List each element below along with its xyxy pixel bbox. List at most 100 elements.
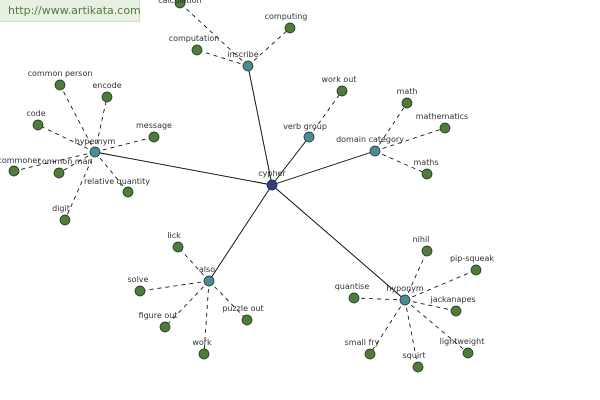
node-figure-out[interactable] <box>159 321 171 333</box>
label-domain-category[interactable]: domain category <box>336 135 404 144</box>
node-common-person[interactable] <box>54 79 66 91</box>
label-work-out[interactable]: work out <box>321 75 356 84</box>
edge-center-also <box>208 184 273 282</box>
node-domain-category[interactable] <box>369 145 381 157</box>
node-digit[interactable] <box>59 214 71 226</box>
label-maths[interactable]: maths <box>413 158 438 167</box>
edge-hyponym-jackanapes <box>404 299 457 312</box>
node-hypernym[interactable] <box>89 146 101 158</box>
edge-hyponym-squirt <box>404 299 419 368</box>
site-url-text[interactable]: http://www.artikata.com <box>8 4 141 17</box>
label-also[interactable]: also <box>199 265 215 274</box>
node-common-man[interactable] <box>53 167 65 179</box>
node-commoner[interactable] <box>8 165 20 177</box>
edge-hyponym-pip-squeak <box>404 269 477 301</box>
node-lightweight[interactable] <box>462 347 474 359</box>
edge-layer <box>13 2 477 368</box>
edge-center-hypernym <box>94 151 273 186</box>
label-inscribe[interactable]: inscribe <box>227 50 258 59</box>
label-hyponym[interactable]: hyponym <box>386 284 424 293</box>
node-mathematics[interactable] <box>439 122 451 134</box>
node-work-out[interactable] <box>336 85 348 97</box>
edge-hypernym-code <box>37 124 96 153</box>
label-work[interactable]: work <box>192 338 212 347</box>
edge-center-hyponym <box>271 184 406 301</box>
edge-center-inscribe <box>247 65 273 186</box>
label-computation[interactable]: computation <box>169 34 220 43</box>
label-nihil[interactable]: nihil <box>413 235 430 244</box>
node-work[interactable] <box>198 348 210 360</box>
node-quantise[interactable] <box>348 292 360 304</box>
label-solve[interactable]: solve <box>128 275 149 284</box>
edge-hypernym-message <box>94 136 155 153</box>
edge-hyponym-quantise <box>353 297 406 301</box>
edge-domain-category-maths <box>374 150 428 175</box>
node-computing[interactable] <box>284 22 296 34</box>
edge-also-solve <box>139 280 210 292</box>
label-squirt[interactable]: squirt <box>403 351 426 360</box>
edge-inscribe-computation <box>196 49 249 67</box>
edge-hypernym-commoner <box>13 151 96 172</box>
edge-hypernym-encode <box>94 96 108 153</box>
node-math[interactable] <box>401 97 413 109</box>
edge-also-lick <box>177 246 210 282</box>
node-maths[interactable] <box>421 168 433 180</box>
edge-hyponym-lightweight <box>404 299 469 354</box>
node-encode[interactable] <box>101 91 113 103</box>
label-digit[interactable]: digit <box>52 204 70 213</box>
edge-center-verb-group <box>271 136 310 186</box>
node-relative-quantity[interactable] <box>122 186 134 198</box>
label-jackanapes[interactable]: jackanapes <box>429 295 475 304</box>
label-computing[interactable]: computing <box>265 12 308 21</box>
node-puzzle-out[interactable] <box>241 314 253 326</box>
node-solve[interactable] <box>134 285 146 297</box>
label-puzzle-out[interactable]: puzzle out <box>222 304 263 313</box>
label-pip-squeak[interactable]: pip-squeak <box>450 254 494 263</box>
label-hypernym[interactable]: hypernym <box>75 137 116 146</box>
node-also[interactable] <box>203 275 215 287</box>
label-commoner[interactable]: commoner <box>0 156 41 165</box>
label-verb-group[interactable]: verb group <box>283 122 327 131</box>
label-layer: inscribe calculation computing computation h… <box>0 0 494 360</box>
node-nihil[interactable] <box>421 245 433 257</box>
label-small-fry[interactable]: small fry <box>345 338 380 347</box>
label-calculation[interactable]: calculation <box>158 0 201 5</box>
label-relative-quantity[interactable]: relative quantity <box>84 177 150 186</box>
node-inscribe[interactable] <box>242 60 254 72</box>
node-code[interactable] <box>32 119 44 131</box>
node-verb-group[interactable] <box>303 131 315 143</box>
edge-verb-group-work-out <box>308 90 343 138</box>
label-lightweight[interactable]: lightweight <box>440 337 485 346</box>
edge-hypernym-common-man <box>58 151 96 174</box>
edge-also-figure-out <box>164 280 210 328</box>
label-mathematics[interactable]: mathematics <box>416 112 468 121</box>
label-cypher[interactable]: cypher <box>258 169 286 178</box>
edge-hyponym-small-fry <box>369 299 406 355</box>
node-cypher[interactable] <box>266 179 278 191</box>
node-lick[interactable] <box>172 241 184 253</box>
node-calculation[interactable] <box>174 0 186 9</box>
site-url-banner[interactable]: http://www.artikata.com <box>0 0 141 22</box>
node-pip-squeak[interactable] <box>470 264 482 276</box>
node-squirt[interactable] <box>412 361 424 373</box>
node-computation[interactable] <box>191 44 203 56</box>
edge-hypernym-relative-quantity <box>94 151 129 193</box>
node-jackanapes[interactable] <box>450 305 462 317</box>
edge-also-puzzle-out <box>208 280 248 321</box>
label-lick[interactable]: lick <box>167 231 181 240</box>
label-common-man[interactable]: common man <box>37 157 92 166</box>
edge-hyponym-nihil <box>404 250 428 301</box>
edge-center-domain-category <box>271 150 376 186</box>
label-common-person[interactable]: common person <box>28 69 93 78</box>
edge-inscribe-computing <box>247 27 291 67</box>
node-message[interactable] <box>148 131 160 143</box>
label-message[interactable]: message <box>136 121 172 130</box>
label-encode[interactable]: encode <box>92 81 121 90</box>
label-math[interactable]: math <box>397 87 418 96</box>
label-figure-out[interactable]: figure out <box>139 311 178 320</box>
label-quantise[interactable]: quantise <box>335 282 370 291</box>
node-hyponym[interactable] <box>399 294 411 306</box>
label-code[interactable]: code <box>26 109 45 118</box>
node-small-fry[interactable] <box>364 348 376 360</box>
